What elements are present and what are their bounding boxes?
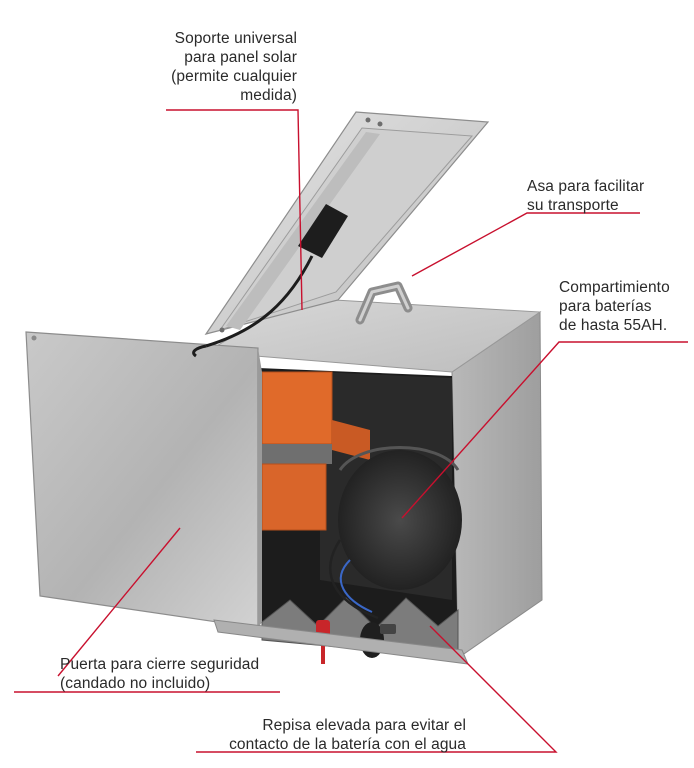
callout-compartimiento: Compartimiento para baterías de hasta 55…	[559, 279, 670, 334]
leader-puerta-segment	[57, 527, 181, 677]
callout-puerta: Puerta para cierre seguridad (candado no…	[60, 656, 260, 692]
box-side-wall	[451, 311, 543, 659]
leader-compartimiento	[401, 341, 688, 519]
callout-repisa: Repisa elevada para evitar el contacto d…	[229, 717, 466, 753]
leader-soporte	[166, 109, 303, 311]
leader-repisa	[196, 625, 558, 753]
callout-asa: Asa para facilitar su transporte	[527, 178, 645, 214]
battery-orange-top	[261, 371, 333, 445]
solar-panel	[192, 111, 490, 358]
battery-orange-bottom	[261, 463, 327, 531]
door	[25, 331, 259, 629]
callout-soporte: Soporte universal para panel solar (perm…	[171, 30, 297, 104]
leader-asa	[411, 212, 640, 277]
